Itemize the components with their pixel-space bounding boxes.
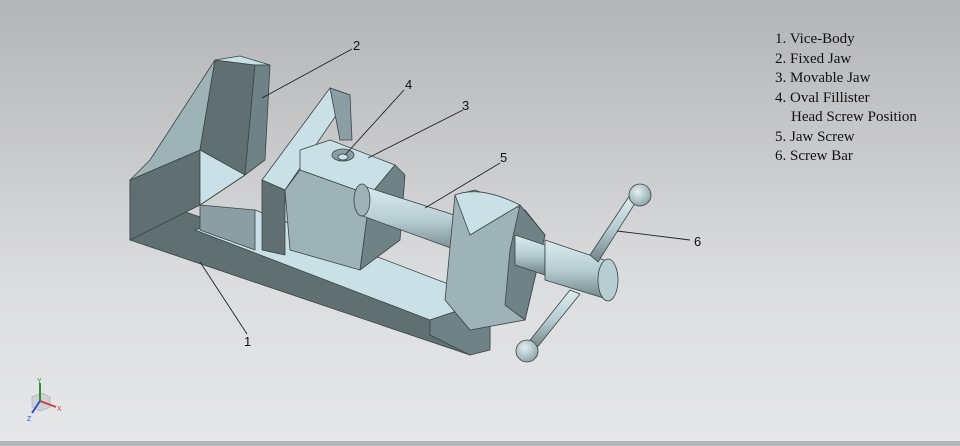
svg-text:Y: Y: [37, 378, 42, 385]
legend-item-oval-fillister-cont: Head Screw Position: [791, 109, 917, 125]
callout-1: 1: [244, 334, 252, 349]
legend-item-screw-bar: 6. Screw Bar: [775, 148, 853, 164]
legend-item-movable-jaw: 3. Movable Jaw: [775, 70, 871, 86]
parts-legend: 1. Vice-Body 2. Fixed Jaw 3. Movable Jaw…: [775, 30, 917, 167]
svg-text:X: X: [57, 406, 62, 413]
callout-2: 2: [353, 38, 361, 53]
screw-bar: [515, 183, 652, 363]
legend-item-fixed-jaw: 2. Fixed Jaw: [775, 50, 852, 67]
axis-triad-icon[interactable]: Y X Z: [18, 375, 68, 425]
legend-item-oval-fillister: 4. Oval Fillister: [775, 89, 870, 106]
callout-5: 5: [500, 150, 508, 165]
callout-6: 6: [694, 234, 702, 249]
movable-jaw: [284, 139, 406, 271]
legend-item-vice-body: 1. Vice-Body: [775, 31, 855, 47]
body-post: [261, 87, 353, 256]
leader-lines: [199, 48, 691, 335]
jaw-screw: [353, 183, 471, 256]
screw-hub: [514, 234, 619, 302]
svg-text:Z: Z: [27, 416, 32, 423]
legend-item-jaw-screw: 5. Jaw Screw: [775, 128, 855, 145]
callout-3: 3: [462, 98, 470, 113]
callout-4: 4: [405, 77, 413, 92]
fixed-jaw: [129, 55, 271, 206]
